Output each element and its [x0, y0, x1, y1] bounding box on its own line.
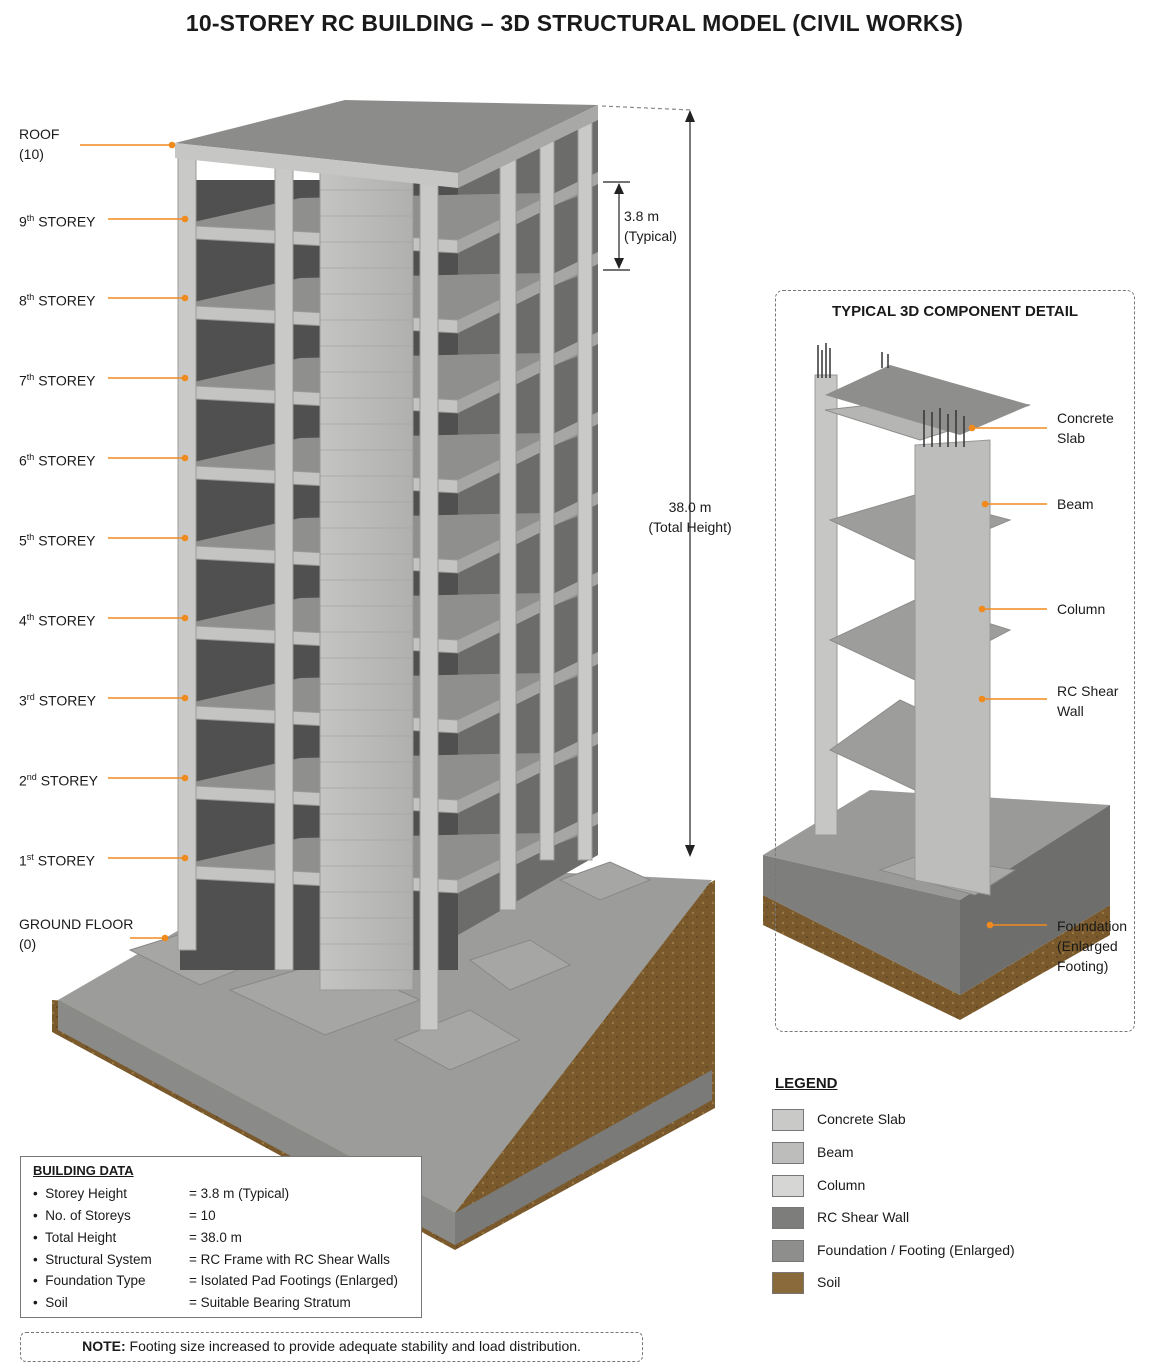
- level-label-6: 6th STOREY: [19, 452, 96, 469]
- side-beam: [458, 652, 598, 733]
- dimension-lines: [601, 105, 695, 857]
- legend-label: Column: [817, 1177, 866, 1193]
- legend-label: RC Shear Wall: [817, 1209, 910, 1225]
- level-label-7: 7th STOREY: [19, 372, 96, 389]
- level-leaders: [80, 141, 189, 942]
- note-label: NOTE:: [82, 1338, 126, 1354]
- level-leader-dot: [181, 774, 189, 782]
- shear-wall-core: [319, 164, 414, 991]
- detail-roof-slab: [825, 365, 1030, 435]
- side-beam: [458, 332, 598, 413]
- component-detail-panel: [775, 290, 1135, 1032]
- level-leader-dot: [168, 141, 176, 149]
- typical-height-label: 3.8 m(Typical): [624, 208, 677, 244]
- level-label-2: 2nd STOREY: [19, 772, 99, 789]
- detail-shear-wall: [914, 439, 991, 896]
- side-beam: [458, 252, 598, 333]
- level-leader-dot: [181, 454, 189, 462]
- foundation-mat-side-right: [455, 1070, 712, 1245]
- level-label-roof: ROOF(10): [19, 126, 60, 162]
- level-label-9: 9th STOREY: [19, 213, 96, 230]
- page-title: 10-STOREY RC BUILDING – 3D STRUCTURAL MO…: [185, 10, 964, 36]
- level-leader-dot: [161, 934, 169, 942]
- component-label-column: Column: [1057, 601, 1106, 617]
- side-beam: [458, 572, 598, 653]
- level-leader-dot: [181, 374, 189, 382]
- footing-note: NOTE: Footing size increased to provide …: [20, 1332, 643, 1362]
- level-leader-dot: [181, 534, 189, 542]
- level-label-4: 4th STOREY: [19, 612, 96, 629]
- level-leader-dot: [181, 215, 189, 223]
- main-building: [52, 100, 715, 1250]
- total-height-label: 38.0 m(Total Height): [648, 499, 732, 535]
- columns: [177, 119, 593, 1031]
- component-label-beam: Beam: [1057, 496, 1094, 512]
- component-leaders: [968, 424, 1047, 929]
- side-beam: [458, 172, 598, 253]
- shear-wall-joints: [320, 189, 413, 971]
- legend-title: LEGEND: [775, 1075, 838, 1092]
- legend-swatch: [772, 1240, 804, 1262]
- side-beam: [458, 412, 598, 493]
- legend-swatch: [772, 1142, 804, 1164]
- legend-label: Soil: [817, 1274, 841, 1290]
- side-beam: [458, 732, 598, 813]
- legend-swatch: [772, 1109, 804, 1131]
- roof-slab-side: [458, 105, 598, 188]
- detail-rebars: [817, 343, 965, 447]
- legend-swatch: [772, 1175, 804, 1197]
- level-leader-dot: [181, 294, 189, 302]
- detail-soil: [763, 895, 1110, 1020]
- detail-footing-left: [763, 855, 960, 995]
- footings: [128, 861, 652, 1071]
- level-label-1: 1st STOREY: [19, 852, 96, 869]
- legend-label: Foundation / Footing (Enlarged): [817, 1242, 1015, 1258]
- building-data-box: BUILDING DATA • Storey Height= 3.8 m (Ty…: [20, 1156, 422, 1318]
- legend-swatch: [772, 1272, 804, 1294]
- detail-footing-right: [960, 805, 1110, 995]
- level-leader-dot: [181, 694, 189, 702]
- level-label-8: 8th STOREY: [19, 292, 96, 309]
- detail-title: TYPICAL 3D COMPONENT DETAIL: [831, 303, 1079, 320]
- building-data-title: BUILDING DATA: [33, 1163, 134, 1178]
- side-beam: [458, 812, 598, 893]
- level-label-5: 5th STOREY: [19, 532, 96, 549]
- side-beam: [458, 492, 598, 573]
- legend-swatch: [772, 1207, 804, 1229]
- level-label-3: 3rd STOREY: [19, 692, 97, 709]
- level-leader-dot: [181, 854, 189, 862]
- note-text: Footing size increased to provide adequa…: [125, 1338, 581, 1354]
- roof-slab-front: [175, 143, 458, 188]
- legend-label: Concrete Slab: [817, 1111, 906, 1127]
- level-label-ground: GROUND FLOOR(0): [19, 916, 134, 952]
- level-leader-dot: [181, 614, 189, 622]
- roof-slab-top: [175, 100, 598, 173]
- detail-illustration: [763, 343, 1110, 1020]
- legend-label: Beam: [817, 1144, 854, 1160]
